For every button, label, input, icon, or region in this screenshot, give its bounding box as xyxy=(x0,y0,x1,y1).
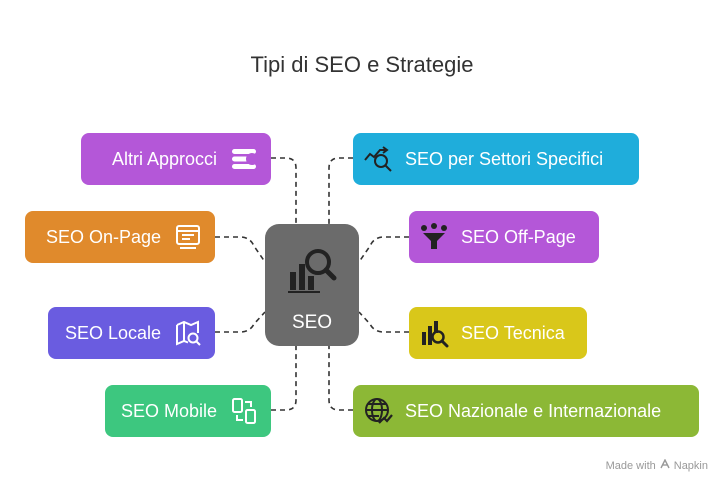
mobile-sync-icon xyxy=(229,396,259,426)
node-seo-locale: SEO Locale xyxy=(48,307,215,359)
globe-trend-icon xyxy=(363,396,393,426)
node-label: SEO Off-Page xyxy=(461,226,576,247)
node-label: SEO Tecnica xyxy=(461,322,565,343)
center-label: SEO xyxy=(291,312,333,333)
node-seo-nazionale-internazionale: SEO Nazionale e Internazionale xyxy=(353,385,699,437)
link-funnel-icon xyxy=(419,222,449,252)
diagram-title: Tipi di SEO e Strategie xyxy=(250,52,474,77)
analytics-search-icon xyxy=(284,242,340,298)
connector-nazionale xyxy=(328,346,353,411)
web-page-icon xyxy=(173,222,203,252)
connector-seo-on-page xyxy=(215,236,266,263)
node-seo-settori-specifici: SEO per Settori Specifici xyxy=(353,133,639,185)
node-label: SEO Locale xyxy=(64,322,161,343)
connector-settori-specifici xyxy=(328,157,353,224)
center-node-seo: SEO xyxy=(265,224,359,346)
connector-seo-off-page xyxy=(358,236,409,263)
node-label: SEO Nazionale e Internazionale xyxy=(405,400,662,421)
node-seo-mobile: SEO Mobile xyxy=(105,385,271,437)
map-search-icon xyxy=(173,318,203,348)
chart-search-icon xyxy=(419,318,449,348)
connector-seo-locale xyxy=(215,311,266,333)
connector-altri-approcci xyxy=(271,157,297,224)
made-with-text: Made with xyxy=(605,459,656,472)
connector-seo-tecnica xyxy=(358,311,409,333)
node-label: SEO Mobile xyxy=(120,400,217,421)
napkin-branding: Made with Napkin xyxy=(605,458,708,472)
node-seo-off-page: SEO Off-Page xyxy=(409,211,599,263)
napkin-logo-icon xyxy=(660,458,670,472)
layers-icon xyxy=(229,144,259,174)
node-seo-tecnica: SEO Tecnica xyxy=(409,307,587,359)
trend-search-icon xyxy=(363,144,393,174)
node-altri-approcci: Altri Approcci xyxy=(81,133,271,185)
napkin-brand-name: Napkin xyxy=(673,459,708,472)
node-label: SEO per Settori Specifici xyxy=(405,148,604,169)
node-label: Altri Approcci xyxy=(111,148,217,169)
connector-seo-mobile xyxy=(271,346,297,411)
node-label: SEO On-Page xyxy=(45,226,161,247)
node-seo-on-page: SEO On-Page xyxy=(25,211,215,263)
